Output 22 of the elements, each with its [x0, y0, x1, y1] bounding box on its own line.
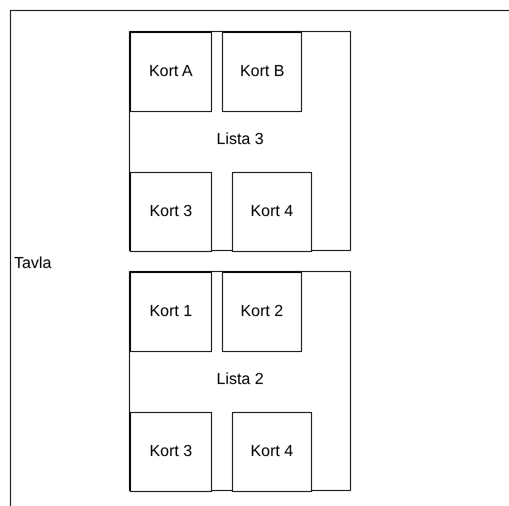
card-box: [130, 172, 212, 252]
card-label: Kort 1: [150, 302, 192, 322]
card-box: [232, 172, 312, 252]
card-label: Kort A: [149, 62, 193, 82]
card-label: Kort 4: [250, 202, 294, 222]
card-label: Kort 3: [150, 442, 192, 462]
list-box: [129, 271, 351, 491]
card-box: [130, 272, 212, 352]
card-label: Kort B: [240, 62, 284, 82]
list-label: Lista 2: [216, 370, 264, 390]
card-label: Kort 2: [240, 302, 284, 322]
card-box: [232, 412, 312, 492]
list-label: Lista 3: [216, 130, 264, 150]
card-box: [222, 32, 302, 112]
board-label: Tavla: [14, 254, 52, 274]
list-box: [129, 31, 351, 251]
card-label: Kort 4: [250, 442, 294, 462]
card-box: [130, 412, 212, 492]
board-frame: [10, 10, 509, 506]
card-box: [130, 32, 212, 112]
card-box: [222, 272, 302, 352]
card-label: Kort 3: [150, 202, 192, 222]
